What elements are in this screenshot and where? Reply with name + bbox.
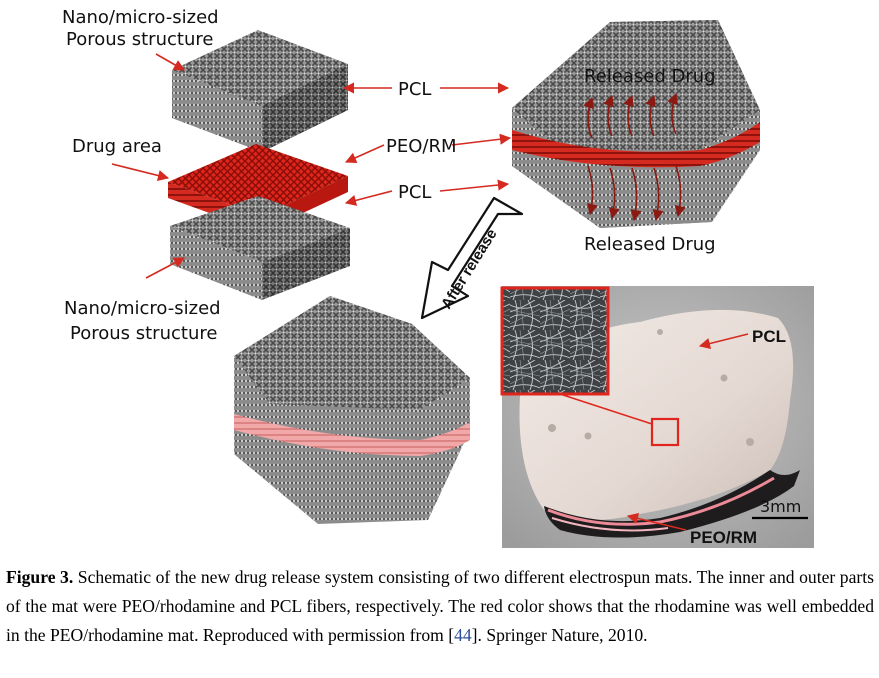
- release-arrows: [583, 92, 686, 222]
- caption-label: Figure 3.: [6, 567, 74, 587]
- label-bottom-porous-line1: Nano/micro-sized: [64, 298, 221, 319]
- label-peo-rm: PEO/RM: [386, 136, 457, 157]
- photo-panel: [500, 286, 814, 548]
- caption-text-after-ref: ]. Springer Nature, 2010.: [471, 625, 648, 645]
- label-drug-area: Drug area: [72, 136, 162, 157]
- pointer-arrows: [111, 53, 749, 531]
- label-photo-pcl: PCL: [752, 327, 786, 346]
- figure-caption: Figure 3. Schematic of the new drug rele…: [6, 563, 874, 650]
- assembled-mat: [512, 20, 760, 228]
- caption-reference-link[interactable]: 44: [454, 625, 472, 645]
- label-top-porous-line2: Porous structure: [66, 29, 213, 50]
- top-pcl-layer: [172, 30, 348, 152]
- label-top-porous-line1: Nano/micro-sized: [62, 7, 219, 28]
- after-release-arrow: [420, 196, 524, 320]
- label-pcl-bottom: PCL: [398, 182, 431, 203]
- caption-text-before-ref: Schematic of the new drug release system…: [6, 567, 874, 645]
- figure-illustration: Nano/micro-sized Porous structure Drug a…: [62, 7, 814, 548]
- bottom-pcl-layer: [170, 196, 350, 300]
- label-pcl-top: PCL: [398, 79, 431, 100]
- label-scale-bar: 3mm: [760, 497, 801, 516]
- released-mat: [234, 296, 470, 524]
- label-released-drug-top: Released Drug: [584, 66, 716, 87]
- label-released-drug-bottom: Released Drug: [584, 234, 716, 255]
- label-photo-peo-rm: PEO/RM: [690, 528, 757, 547]
- label-bottom-porous-line2: Porous structure: [70, 323, 217, 344]
